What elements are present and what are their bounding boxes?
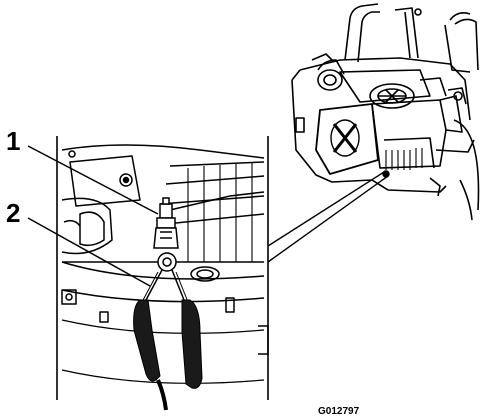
detail-leader-lines	[267, 170, 390, 263]
tester-cable	[156, 379, 168, 411]
machine-overview	[291, 3, 480, 221]
spark-plug	[156, 197, 176, 229]
callout-2-leader	[27, 217, 151, 287]
callout-1-leader	[27, 145, 159, 215]
detail-inset	[56, 136, 269, 411]
tester-handles	[133, 299, 203, 389]
brand-x-logo	[330, 119, 360, 157]
callout-1-number: 1	[6, 126, 20, 156]
spark-tester-clip	[141, 252, 189, 303]
figure-code: G012797	[318, 406, 360, 417]
callout-2-number: 2	[6, 198, 20, 228]
spark-plug-cap	[153, 227, 179, 249]
callout-leaders	[27, 145, 159, 287]
